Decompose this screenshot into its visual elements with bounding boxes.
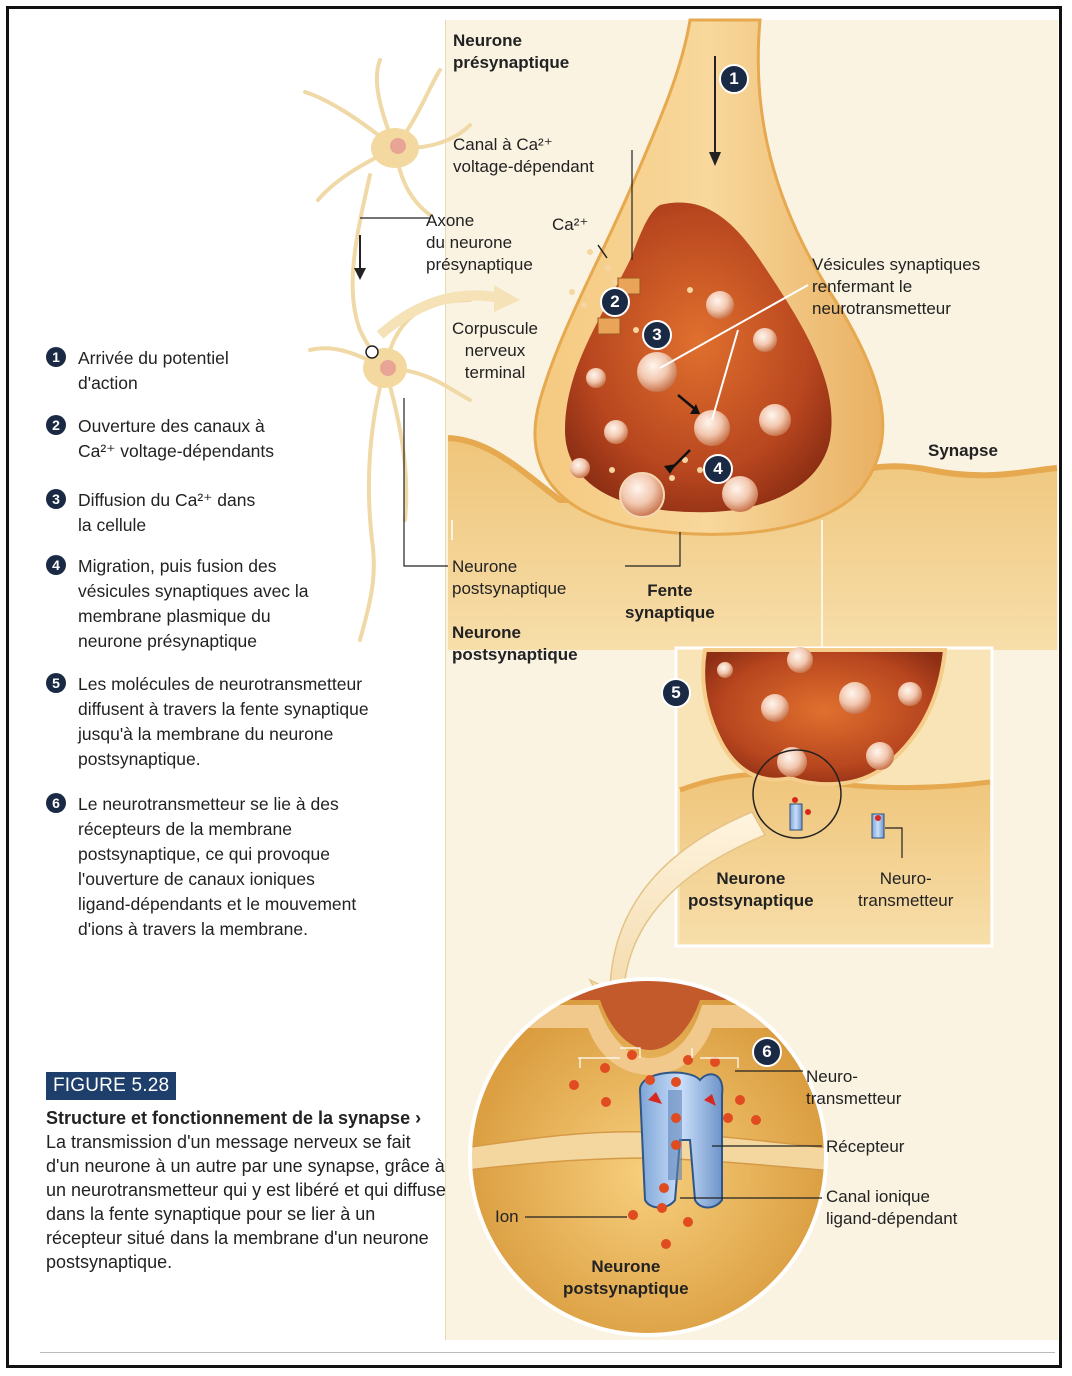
step-3: 3 Diffusion du Ca²⁺ dans la cellule [46, 488, 441, 538]
label-neurone-postsynaptique: Neurone postsynaptique [452, 622, 578, 666]
label-zoom-neurotransmetteur: Neuro- transmetteur [806, 1066, 901, 1110]
figure-title: Structure et fonctionnement de la synaps… [46, 1108, 410, 1128]
label-canal-ionique: Canal ionique ligand-dépendant [826, 1186, 957, 1230]
label-synapse: Synapse [928, 440, 998, 462]
badge-6: 6 [752, 1037, 782, 1067]
step-number: 6 [46, 793, 66, 813]
label-corpuscule: Corpuscule nerveux terminal [452, 318, 538, 384]
label-axone: Axone du neurone présynaptique [426, 210, 533, 276]
figure-caption: Structure et fonctionnement de la synaps… [46, 1106, 446, 1274]
step-text: Ouverture des canaux à Ca²⁺ voltage-dépe… [78, 414, 441, 464]
label-vesicules: Vésicules synaptiques renfermant le neur… [812, 254, 980, 320]
step-number: 3 [46, 489, 66, 509]
label-inset-neurone-postsynaptique: Neurone postsynaptique [688, 868, 814, 912]
step-1: 1 Arrivée du potentiel d'action [46, 346, 441, 396]
step-text: Diffusion du Ca²⁺ dans la cellule [78, 488, 441, 538]
step-2: 2 Ouverture des canaux à Ca²⁺ voltage-dé… [46, 414, 441, 464]
step-text: Les molécules de neurotransmetteur diffu… [78, 672, 441, 772]
figure-label: FIGURE 5.28 [46, 1072, 176, 1100]
label-fente-synaptique: Fente synaptique [625, 580, 715, 624]
badge-2: 2 [600, 287, 630, 317]
badge-3: 3 [642, 320, 672, 350]
step-number: 4 [46, 555, 66, 575]
step-6: 6 Le neurotransmetteur se lie à des réce… [46, 792, 441, 942]
label-neurone-postsynaptique-small: Neurone postsynaptique [452, 556, 566, 600]
label-ca-ion: Ca²⁺ [552, 214, 588, 236]
label-inset-neurotransmetteur: Neuro- transmetteur [858, 868, 953, 912]
badge-5: 5 [661, 678, 691, 708]
bottom-divider [40, 1352, 1055, 1353]
step-5: 5 Les molécules de neurotransmetteur dif… [46, 672, 441, 772]
label-canal-ca: Canal à Ca²⁺ voltage-dépendant [453, 134, 594, 178]
step-4: 4 Migration, puis fusion des vésicules s… [46, 554, 441, 654]
step-number: 1 [46, 347, 66, 367]
figure-caption-text: La transmission d'un message nerveux se … [46, 1132, 446, 1272]
step-text: Le neurotransmetteur se lie à des récept… [78, 792, 441, 942]
step-text: Arrivée du potentiel d'action [78, 346, 441, 396]
step-text: Migration, puis fusion des vésicules syn… [78, 554, 441, 654]
label-ion: Ion [495, 1206, 519, 1228]
step-number: 2 [46, 415, 66, 435]
step-number: 5 [46, 673, 66, 693]
label-zoom-neurone-postsynaptique: Neurone postsynaptique [563, 1256, 689, 1300]
label-neurone-presynaptique: Neurone présynaptique [453, 30, 569, 74]
chevron-icon: › [415, 1108, 421, 1128]
label-recepteur: Récepteur [826, 1136, 904, 1158]
badge-4: 4 [703, 454, 733, 484]
badge-1: 1 [719, 64, 749, 94]
